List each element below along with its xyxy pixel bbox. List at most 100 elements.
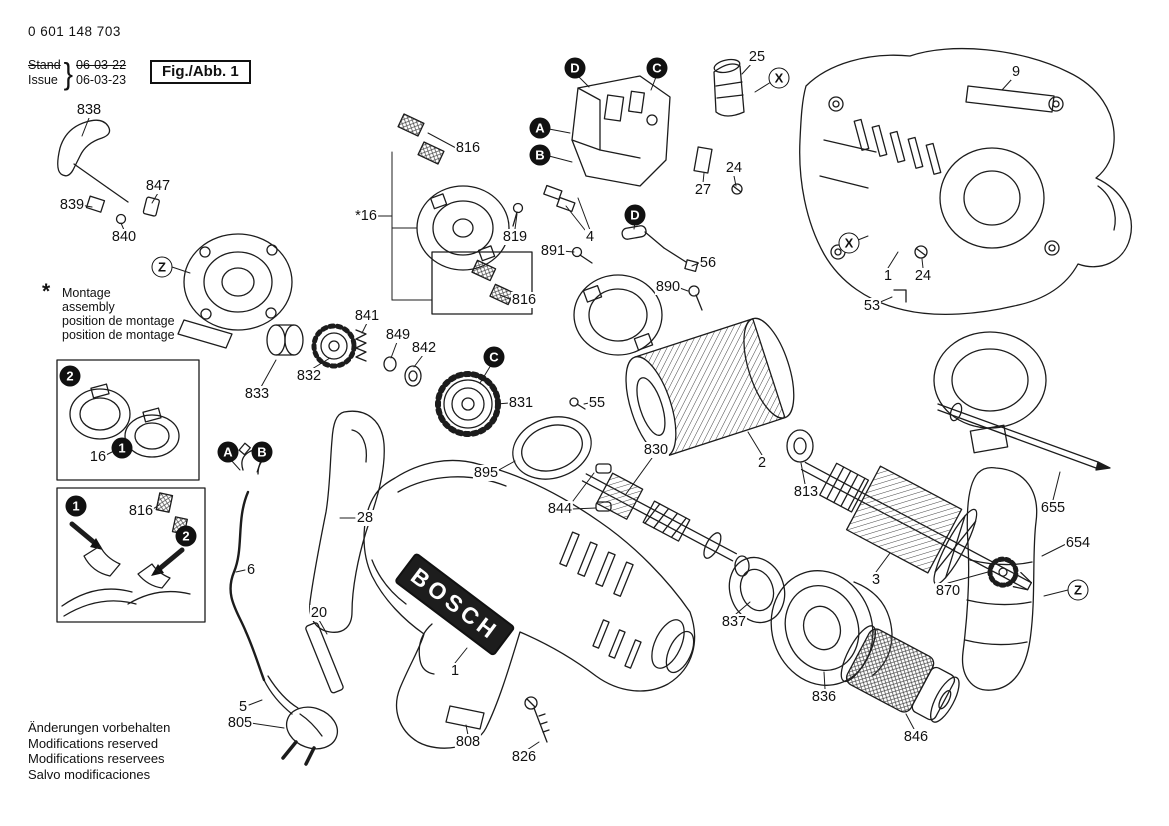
part-callout-890: 890 (654, 279, 682, 295)
montage-note-line: position de montage (62, 328, 175, 342)
spindle-assembly (512, 416, 737, 562)
montage-note-line: assembly (62, 300, 115, 314)
part-callout-831: 831 (507, 395, 535, 411)
assembly-marker-Z: Z (1067, 579, 1089, 601)
part-callout-830: 830 (642, 442, 670, 458)
montage-note-line: position de montage (62, 314, 175, 328)
part-callout-654: 654 (1064, 535, 1092, 551)
assembly-marker-C: C (646, 57, 668, 79)
assembly-marker-Z: Z (151, 256, 173, 278)
part-callout-832: 832 (295, 368, 323, 384)
part-number: 0 601 148 703 (28, 24, 121, 39)
part-callout-813: 813 (792, 484, 820, 500)
assembly-marker-2: 2 (175, 525, 197, 547)
armature-assembly (800, 461, 1033, 591)
part-callout-891: 891 (539, 243, 567, 259)
part-callout-4: 4 (584, 229, 596, 245)
part-callout-816: 816 (510, 292, 538, 308)
issue-date: 06-03-23 (76, 73, 127, 87)
montage-note: * Montage assembly position de montage p… (42, 281, 175, 342)
part-callout-842: 842 (410, 340, 438, 356)
assembly-marker-1: 1 (65, 495, 87, 517)
part-callout-20: 20 (309, 605, 329, 621)
part-callout-805: 805 (226, 715, 254, 731)
legal-note-line: Salvo modificaciones (28, 766, 151, 782)
part-callout-6: 6 (245, 562, 257, 578)
part-callout-849: 849 (384, 327, 412, 343)
drive-gear (435, 371, 586, 437)
ball-bearing (786, 429, 814, 463)
part-callout-2: 2 (756, 455, 768, 471)
part-callout-838: 838 (75, 102, 103, 118)
part-callout-16: 16 (88, 449, 108, 465)
revision-block: Stand Issue } 06-03-22 06-03-23 (28, 55, 127, 91)
part-callout-841: 841 (353, 308, 381, 324)
part-callout-870: 870 (934, 583, 962, 599)
part-callout-3: 3 (870, 572, 882, 588)
part-callout-25: 25 (747, 49, 767, 65)
part-callout-839: 839 (58, 197, 86, 213)
part-callout-819: 819 (501, 229, 529, 245)
part-callout-833: 833 (243, 386, 271, 402)
part-callout-1: 1 (449, 663, 461, 679)
part-callout-846: 846 (902, 729, 930, 745)
assembly-marker-1: 1 (111, 437, 133, 459)
revision-brace: } (63, 55, 74, 91)
drill-body (305, 459, 696, 749)
part-callout-24: 24 (913, 268, 933, 284)
grip-handle-shell (309, 410, 385, 633)
motor-housing-shell (799, 47, 1132, 316)
part-callout-53: 53 (862, 298, 882, 314)
part-callout-844: 844 (546, 501, 574, 517)
part-callout-star16: *16 (354, 208, 378, 224)
assembly-marker-D: D (624, 204, 646, 226)
assembly-marker-B: B (251, 441, 273, 463)
assembly-marker-B: B (529, 144, 551, 166)
part-callout-5: 5 (237, 699, 249, 715)
montage-note-line: Montage (62, 286, 111, 300)
issue-label: Issue (28, 73, 58, 87)
part-callout-895: 895 (472, 465, 500, 481)
part-callout-837: 837 (720, 614, 748, 630)
inset-detail-box-1 (56, 359, 200, 481)
assembly-marker-A: A (217, 441, 239, 463)
assembly-marker-2: 2 (59, 365, 81, 387)
asterisk-symbol: * (42, 280, 51, 303)
assembly-marker-X: X (768, 67, 790, 89)
auxiliary-handle (933, 331, 1111, 691)
part-callout-836: 836 (810, 689, 838, 705)
part-callout-28: 28 (355, 510, 375, 526)
part-callout-847: 847 (144, 178, 172, 194)
part-callout-1: 1 (882, 268, 894, 284)
leader-lines (79, 61, 1069, 751)
intermediate-gear-set (266, 323, 422, 387)
assembly-marker-C: C (483, 346, 505, 368)
assembly-marker-X: X (838, 232, 860, 254)
switch-assembly (543, 75, 703, 311)
drill-chuck (840, 625, 960, 723)
cord-grip-parts (693, 58, 745, 195)
legal-note-line: Änderungen vorbehalten (28, 720, 171, 735)
part-callout-840: 840 (110, 229, 138, 245)
part-callout-816: 816 (454, 140, 482, 156)
brush-end-shield (573, 274, 663, 356)
gear-housing-front (728, 555, 893, 686)
part-callout-24: 24 (724, 160, 744, 176)
part-callout-27: 27 (693, 182, 713, 198)
assembly-marker-A: A (529, 117, 551, 139)
part-callout-816: 816 (127, 503, 155, 519)
part-callout-826: 826 (510, 749, 538, 765)
part-callout-9: 9 (1010, 64, 1022, 80)
bearing-flange (177, 233, 293, 349)
part-callout-55: 55 (587, 395, 607, 411)
part-callout-808: 808 (454, 734, 482, 750)
stand-label: Stand (28, 58, 61, 72)
part-callout-655: 655 (1039, 500, 1067, 516)
legal-note: Änderungen vorbehalten Modifications res… (28, 720, 170, 782)
stand-date: 06-03-22 (76, 58, 127, 72)
assembly-marker-D: D (564, 57, 586, 79)
legal-note-line: Modifications reservees (28, 751, 165, 766)
legal-note-line: Modifications reserved (28, 735, 159, 751)
power-cord (229, 442, 339, 766)
